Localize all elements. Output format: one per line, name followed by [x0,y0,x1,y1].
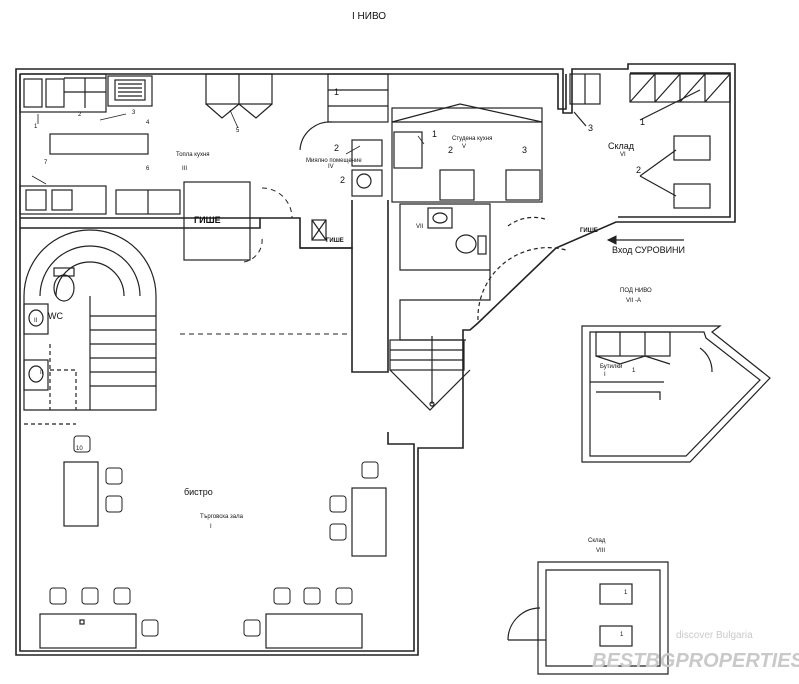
callout-5: 5 [236,128,240,134]
level-title: I НИВО [352,11,387,22]
callout-wc-ii: II [34,318,38,324]
outer-walls [15,63,736,656]
callout-cold-2: 2 [448,145,454,155]
callout-leaders [31,109,425,185]
callout-cold-3: 3 [522,145,528,155]
callout-3: 3 [132,110,136,116]
wc-block [23,229,157,425]
callout-storage-1: 1 [640,117,646,127]
callout-washing-2: 2 [334,143,340,153]
room-num-wc: VII [416,224,424,230]
counter-entrance: ГИШЕ [580,228,598,234]
callout-table-10: 10 [76,446,83,452]
callout-1: 1 [34,124,38,130]
watermark-line1: discover Bulgaria [676,630,753,641]
storage-vi [569,73,731,209]
callout-7: 7 [44,160,48,166]
room-num-dining: I [210,524,212,530]
entrance-arrow [606,235,684,245]
cold-kitchen [391,103,543,203]
bistro-tables [39,461,387,649]
wc-label: WC [48,311,63,321]
sublevel-vii-a [581,325,771,463]
callout-2: 2 [78,112,82,118]
room-num-washing: IV [328,164,334,170]
sublevel-title: ПОД НИВО [620,288,652,294]
room-num-hot-kitchen: III [182,166,188,172]
room-num-cold-kitchen: V [462,144,467,150]
counter-washing: ГИШЕ [326,238,344,244]
wc-cab-num: II [40,370,44,376]
store-viii-num: VIII [596,548,606,554]
store-viii-title: Склад [588,538,606,544]
callout-4: 4 [146,120,150,126]
room-label-hot-kitchen: Топла кухня [176,152,210,158]
callout-washing-sink: 2 [340,175,346,185]
callout-washing-1: 1 [334,87,340,97]
store-viii-item-1: 1 [624,590,628,596]
sublevel-bottles-num: I [604,372,606,378]
dashed-lines [180,187,350,335]
storage-viii [507,561,669,675]
room-num-storage: VI [620,152,626,158]
watermark-line2: BESTBGPROPERTIES [592,650,799,672]
wc-vii [399,203,567,341]
sublevel-shelf-num: 1 [632,368,636,374]
callout-storage-3: 3 [588,123,594,133]
entrance-label: Вход СУРОВИНИ [612,245,686,255]
hot-kitchen-equipment [19,73,273,261]
callout-cold-1: 1 [432,129,438,139]
room-label-bistro: бистро [184,487,213,497]
store-viii-item-2: 1 [620,632,624,638]
room-label-cold-kitchen: Студена кухня [452,136,493,142]
room-label-dining: Търговска зала [200,514,243,520]
sublevel-bottles-label: Бутилки [600,364,623,370]
callout-storage-2: 2 [636,165,642,175]
room-label-washing: Миялно помещение [306,158,362,164]
counter-main: ГИШЕ [194,215,221,225]
bistro-chairs [49,435,379,637]
room-label-storage: Склад [608,141,635,151]
central-stair [389,336,471,411]
callout-6: 6 [146,166,150,172]
washing-room [299,73,389,241]
sublevel-num: VII -А [626,298,642,304]
